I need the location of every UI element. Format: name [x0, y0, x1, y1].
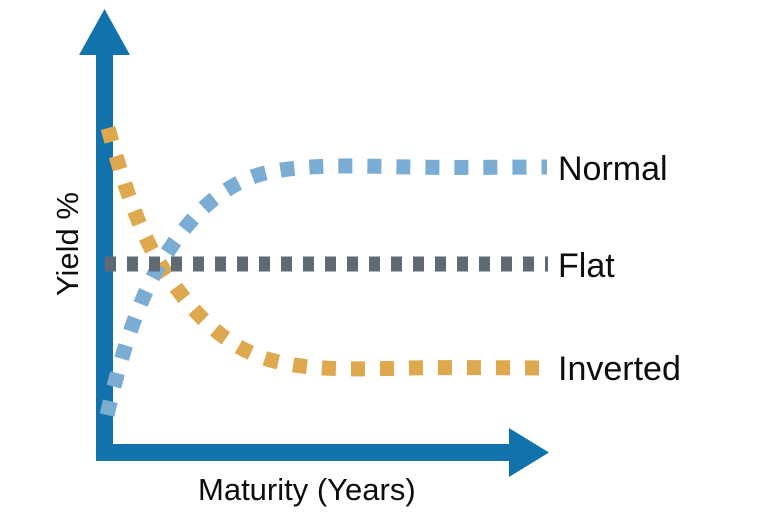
x-axis-title: Maturity (Years): [198, 472, 416, 507]
series-label-normal: Normal: [558, 150, 668, 188]
series-label-flat: Flat: [558, 247, 615, 285]
yield-axis: [79, 9, 130, 456]
axes-group: [79, 9, 549, 477]
series-curve-inverted: [100, 126, 548, 377]
series-curve-normal: [99, 158, 548, 417]
series-labels-group: Normal Flat Inverted: [558, 150, 681, 388]
y-axis-title: Yield %: [50, 192, 85, 296]
maturity-axis-line: [96, 444, 520, 461]
maturity-axis-arrowhead: [509, 428, 549, 477]
maturity-axis: [96, 428, 549, 477]
yield-axis-line: [96, 38, 113, 456]
series-group: [99, 126, 548, 417]
yield-axis-arrowhead: [79, 9, 130, 55]
series-label-inverted: Inverted: [558, 350, 681, 388]
axis-titles-group: Maturity (Years) Yield %: [50, 192, 416, 507]
